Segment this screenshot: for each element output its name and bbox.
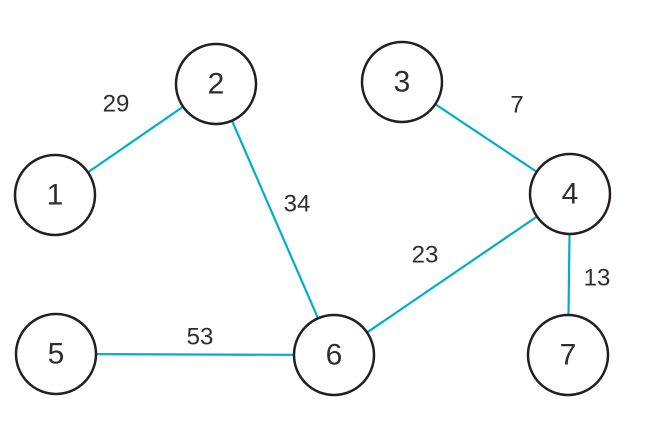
edge-1-2-weight: 29 (103, 91, 130, 118)
node-7-label: 7 (560, 339, 577, 372)
node-4-circle (528, 152, 612, 236)
edge-2-6-weight: 34 (284, 191, 311, 218)
edge-4-7-weight: 13 (584, 265, 611, 292)
node-3-circle (360, 40, 444, 124)
node-5-label: 5 (48, 338, 65, 371)
edge-5-6-weight: 53 (187, 324, 214, 351)
node-4-label: 4 (562, 178, 579, 211)
node-5-circle (14, 312, 98, 396)
node-2-label: 2 (208, 68, 225, 101)
node-1-circle (13, 153, 97, 237)
edge-4-6-weight: 23 (412, 242, 439, 269)
edge-2-6 (214, 83, 336, 356)
edge-4-6 (333, 193, 571, 356)
node-6-circle (292, 313, 376, 397)
node-3-label: 3 (394, 66, 411, 99)
node-1-label: 1 (47, 179, 64, 212)
node-6-label: 6 (326, 339, 343, 372)
edge-5-6 (55, 352, 335, 357)
edge-3-4-weight: 7 (510, 92, 523, 119)
node-7-circle (526, 313, 610, 397)
node-2-circle (174, 42, 258, 126)
